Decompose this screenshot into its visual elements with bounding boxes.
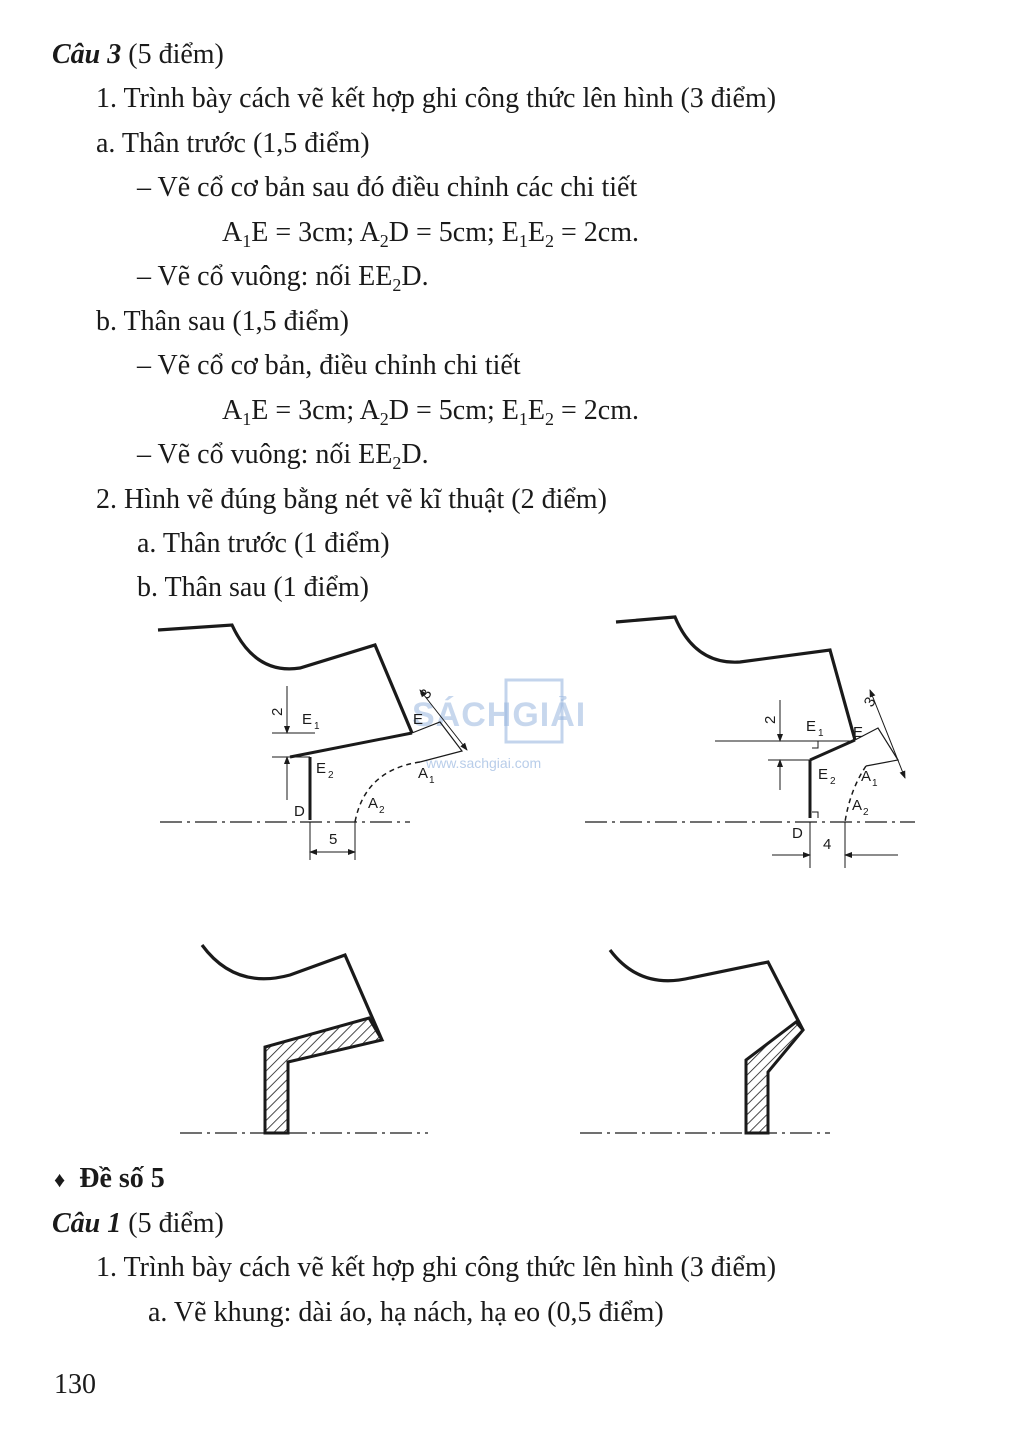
svg-text:E: E [806,718,816,735]
svg-text:A: A [418,765,428,782]
part-a-step2: – Vẽ cổ vuông: nối EE2D. [137,261,429,295]
svg-text:E: E [316,760,326,777]
part-1-text: 1. Trình bày cách vẽ kết hợp ghi công th… [96,83,777,114]
svg-text:E: E [302,711,312,728]
svg-text:D: D [294,803,305,820]
svg-text:1: 1 [314,721,320,732]
part-b-formula: A1E = 3cm; A2D = 5cm; E1E2 = 2cm. [222,395,640,429]
svg-text:A: A [852,797,862,814]
svg-text:2: 2 [379,805,385,816]
svg-text:1: 1 [818,728,824,739]
svg-text:2: 2 [328,770,334,781]
svg-text:2: 2 [762,716,779,724]
front-neck-finished [180,944,428,1135]
exam-5-heading: ♦ Đề số 5 [54,1163,165,1194]
exam5-part-1-text: 1. Trình bày cách vẽ kết hợp ghi công th… [96,1252,777,1283]
svg-text:SÁCHGIẢI: SÁCHGIẢI [412,696,586,734]
diamond-bullet-icon: ♦ [54,1167,66,1192]
part-b-step2: – Vẽ cổ vuông: nối EE2D. [137,439,429,473]
svg-text:2: 2 [269,708,286,716]
svg-text:1: 1 [872,778,878,789]
question-3-heading: Câu 3 (5 điểm) [52,39,224,70]
front-bodice-labels: E 1 E 2 E A 1 A 2 D 5 2 3 [269,686,436,848]
part-b-step1: – Vẽ cổ cơ bản, điều chỉnh chi tiết [137,350,521,381]
svg-text:2: 2 [863,807,869,818]
svg-text:5: 5 [329,831,337,848]
front-bodice-construction [157,623,468,860]
svg-text:2: 2 [830,776,836,787]
question-1-heading: Câu 1 (5 điểm) [52,1208,224,1239]
svg-text:E: E [818,766,828,783]
svg-text:4: 4 [823,836,831,853]
part-a-step1: – Vẽ cổ cơ bản sau đó điều chỉnh các chi… [137,172,638,203]
svg-text:1: 1 [429,775,435,786]
svg-text:E: E [413,711,423,728]
back-neck-finished [580,949,830,1135]
svg-text:E: E [853,724,863,741]
page-number: 130 [54,1369,96,1400]
back-bodice-construction [585,615,915,868]
exam5-part-a-text: a. Vẽ khung: dài áo, hạ nách, hạ eo (0,5… [148,1297,664,1328]
part-a-heading: a. Thân trước (1,5 điểm) [96,128,370,159]
svg-text:D: D [792,825,803,842]
part-2-text: 2. Hình vẽ đúng bằng nét vẽ kĩ thuật (2 … [96,484,607,515]
svg-text:www.sachgiai.com: www.sachgiai.com [425,755,541,771]
part-a-formula: A1E = 3cm; A2D = 5cm; E1E2 = 2cm. [222,217,640,251]
part-b-heading: b. Thân sau (1,5 điểm) [96,306,349,337]
part-2b-text: b. Thân sau (1 điểm) [137,572,369,603]
svg-text:A: A [368,795,378,812]
part-2a-text: a. Thân trước (1 điểm) [137,528,390,559]
svg-text:3: 3 [861,694,880,710]
svg-text:A: A [861,768,871,785]
